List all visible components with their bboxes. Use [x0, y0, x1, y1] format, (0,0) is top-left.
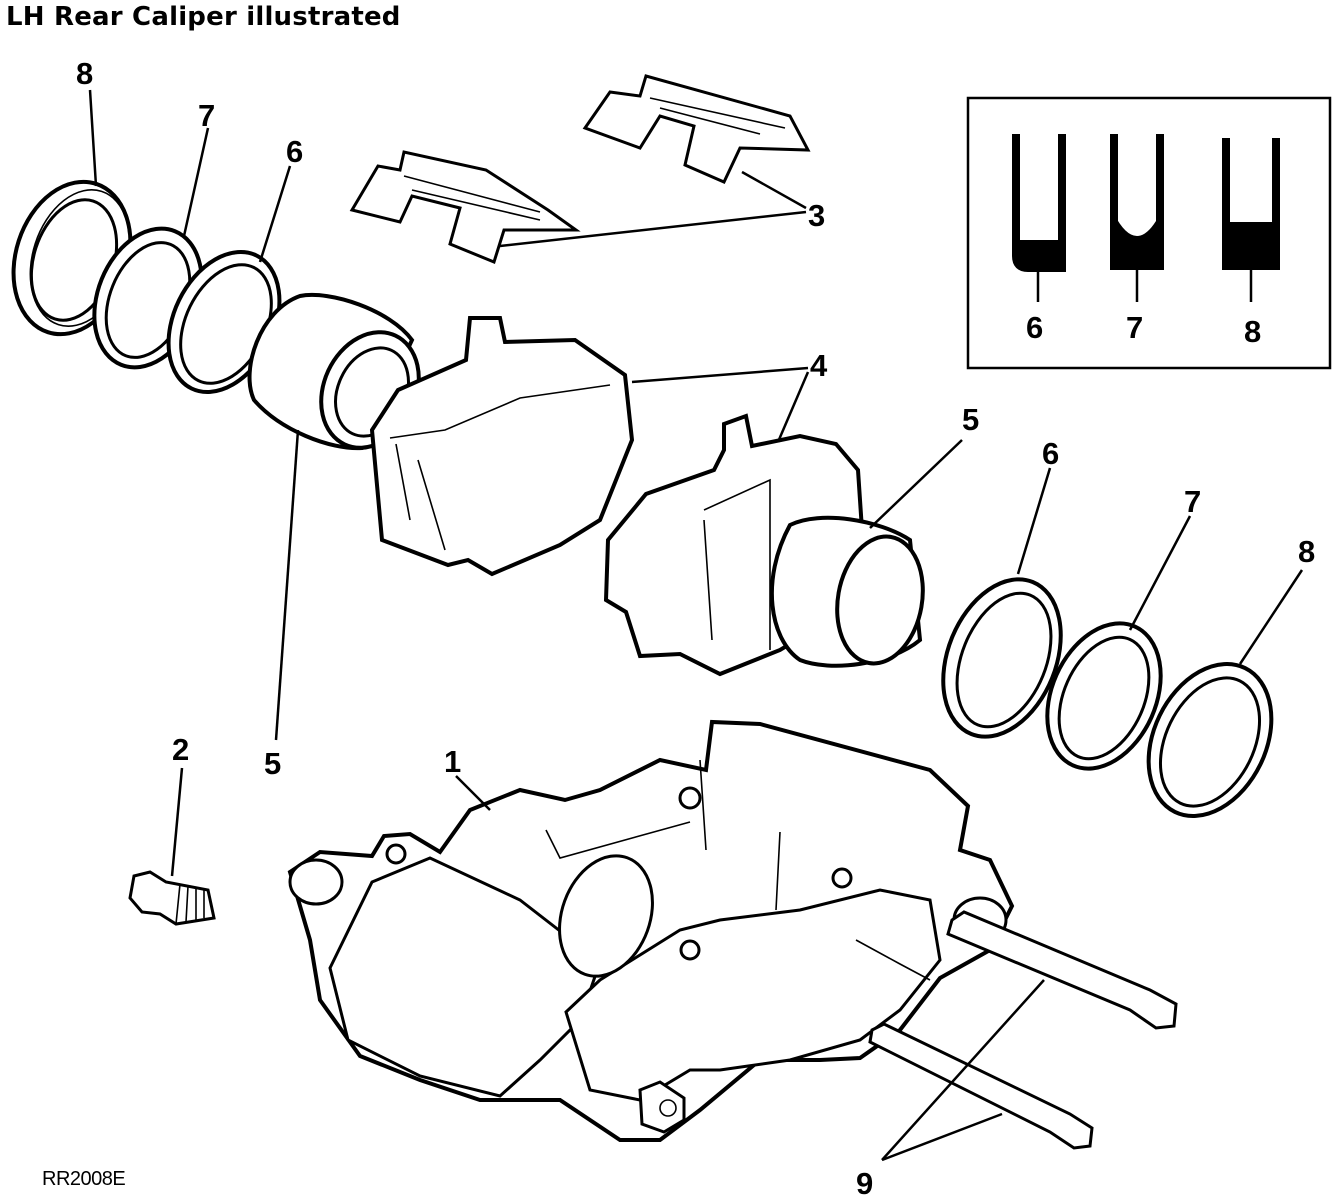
- callout-7-left: 7: [198, 98, 215, 133]
- brake-pad-4-upper: [369, 316, 635, 577]
- callout-5-left: 5: [264, 746, 281, 781]
- diagram-title: LH Rear Caliper illustrated: [6, 2, 401, 32]
- callout-1: 1: [444, 744, 461, 779]
- callout-8-right: 8: [1298, 534, 1315, 569]
- callout-5-right: 5: [962, 402, 979, 437]
- inset-label-6: 6: [1026, 310, 1043, 345]
- leader-lines: [88, 89, 1304, 1162]
- seal-section-inset: 6 7 8: [966, 96, 1332, 370]
- figure-reference-code: RR2008E: [42, 1168, 126, 1190]
- section-seal-7: [1110, 134, 1164, 270]
- callout-labels: 8 7 6 3 4 5 5 6 7 8 2 1 9: [76, 56, 1315, 1201]
- caliper-body-1: [287, 719, 1015, 1142]
- retaining-pin-9-upper: [946, 910, 1178, 1030]
- callout-2: 2: [172, 732, 189, 767]
- callout-7-right: 7: [1184, 484, 1201, 519]
- callout-9: 9: [856, 1166, 873, 1201]
- section-seal-6: [1012, 134, 1066, 272]
- callout-6-left: 6: [286, 134, 303, 169]
- callout-6-right: 6: [1042, 436, 1059, 471]
- anti-rattle-spring-3-upper: [582, 74, 811, 184]
- anti-rattle-spring-3-lower: [349, 150, 581, 265]
- seal-ring-7-right: [1045, 621, 1163, 771]
- inset-label-8: 8: [1244, 314, 1261, 349]
- seal-ring-8-right: [1146, 662, 1274, 818]
- bleed-screw-2: [128, 870, 216, 926]
- piston-5-lower: [769, 515, 925, 668]
- inset-label-7: 7: [1126, 310, 1143, 345]
- callout-3: 3: [808, 198, 825, 233]
- callout-8-left: 8: [76, 56, 93, 91]
- callout-4: 4: [810, 348, 828, 383]
- seal-ring-6-right: [941, 577, 1063, 739]
- section-seal-8: [1222, 138, 1280, 270]
- retaining-pin-9-lower: [868, 1022, 1094, 1150]
